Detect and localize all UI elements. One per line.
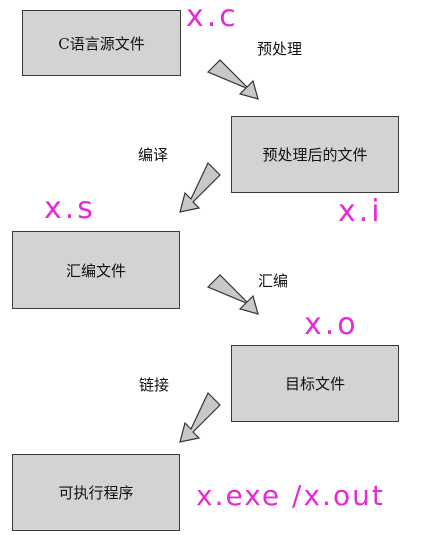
source-file-label: C语言源文件 xyxy=(58,34,145,53)
step-link-label: 链接 xyxy=(139,376,170,394)
annotation-executable-ext: x.exe /x.out xyxy=(196,479,385,512)
annotation-preprocessed-ext: x.i xyxy=(338,194,383,229)
executable-box: 可执行程序 xyxy=(12,454,180,531)
arrow-compile xyxy=(179,161,221,213)
object-file-label: 目标文件 xyxy=(284,375,345,393)
annotation-source-ext: x.c xyxy=(186,0,239,34)
preprocessed-file-label: 预处理后的文件 xyxy=(262,146,368,164)
step-assemble-label: 汇编 xyxy=(258,272,289,290)
arrow-assemble xyxy=(206,274,259,315)
assembly-file-box: 汇编文件 xyxy=(12,231,180,309)
assembly-file-label: 汇编文件 xyxy=(65,261,126,280)
step-compile-label: 编译 xyxy=(138,146,169,164)
arrow-preprocess xyxy=(206,59,259,100)
annotation-object-ext: x.o xyxy=(304,307,359,342)
source-file-box: C语言源文件 xyxy=(22,10,181,76)
arrow-link xyxy=(179,391,221,443)
annotation-assembly-ext: x.s xyxy=(44,191,96,226)
step-preprocess-label: 预处理 xyxy=(257,40,303,58)
executable-label: 可执行程序 xyxy=(58,484,134,502)
object-file-box: 目标文件 xyxy=(231,345,399,422)
preprocessed-file-box: 预处理后的文件 xyxy=(231,116,399,193)
